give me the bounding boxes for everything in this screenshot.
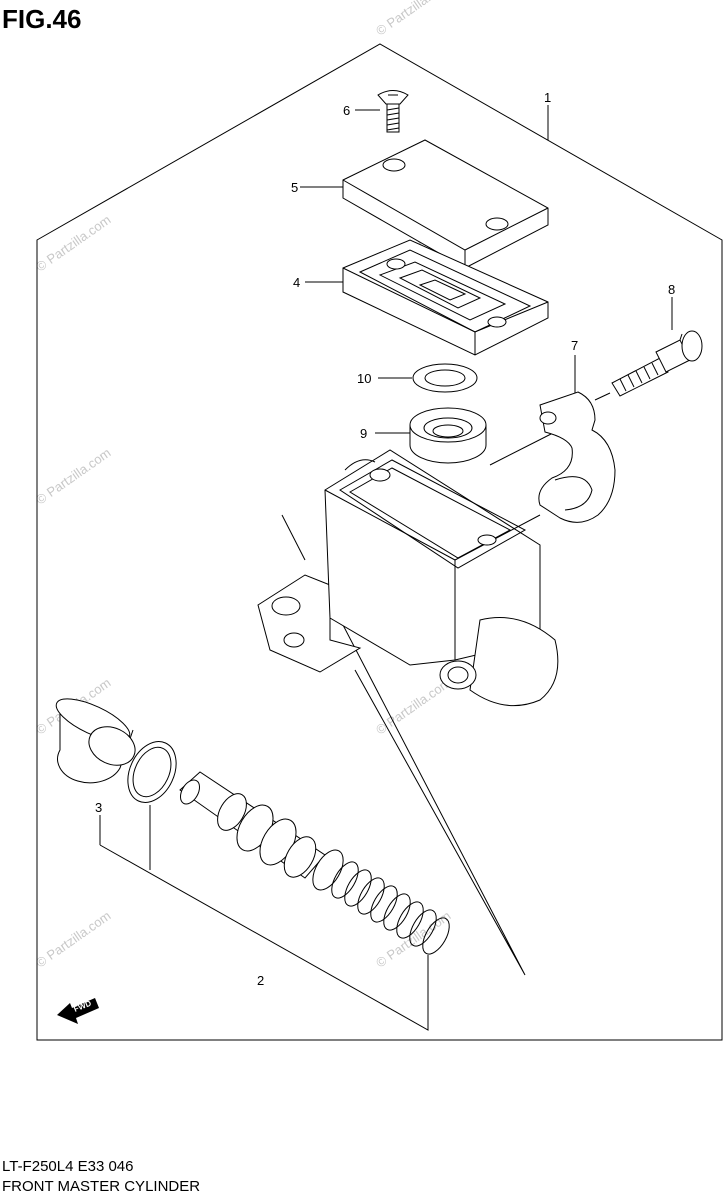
part-clamp [538,391,616,523]
diagram-name: FRONT MASTER CYLINDER [2,1178,201,1195]
part-screw [377,90,409,133]
part-circlip [127,741,177,803]
part-cover [342,139,549,269]
callout-10: 10 [357,371,371,386]
callout-4: 4 [293,275,300,290]
watermark-text: © Partzilla.com [373,908,453,971]
part-cup [55,698,136,784]
model-code: LT-F250L4 E33 046 [2,1158,134,1175]
figure-title: FIG.46 [2,4,82,34]
watermark-text: © Partzilla.com [33,445,113,508]
forward-direction-arrow: FWD [57,998,99,1024]
callout-labels: 1 2 3 4 5 6 7 8 9 10 [95,90,675,988]
watermark-text: © Partzilla.com [373,0,453,38]
callout-3: 3 [95,800,102,815]
part-bolt [611,330,703,397]
callout-1: 1 [544,90,551,105]
watermark-text: © Partzilla.com [33,212,113,275]
part-seal [409,407,487,464]
callout-5: 5 [291,180,298,195]
callout-6: 6 [343,103,350,118]
callout-7: 7 [571,338,578,353]
watermark-text: © Partzilla.com [33,908,113,971]
part-diaphragm [342,239,549,356]
callout-2: 2 [257,973,264,988]
part-washer [412,363,478,393]
callout-8: 8 [668,282,675,297]
callout-9: 9 [360,426,367,441]
part-master-cylinder-body [257,449,559,707]
part-piston-assembly [179,771,450,955]
assembly-outline [36,43,723,1041]
sub-assembly-bracket [99,805,429,1031]
